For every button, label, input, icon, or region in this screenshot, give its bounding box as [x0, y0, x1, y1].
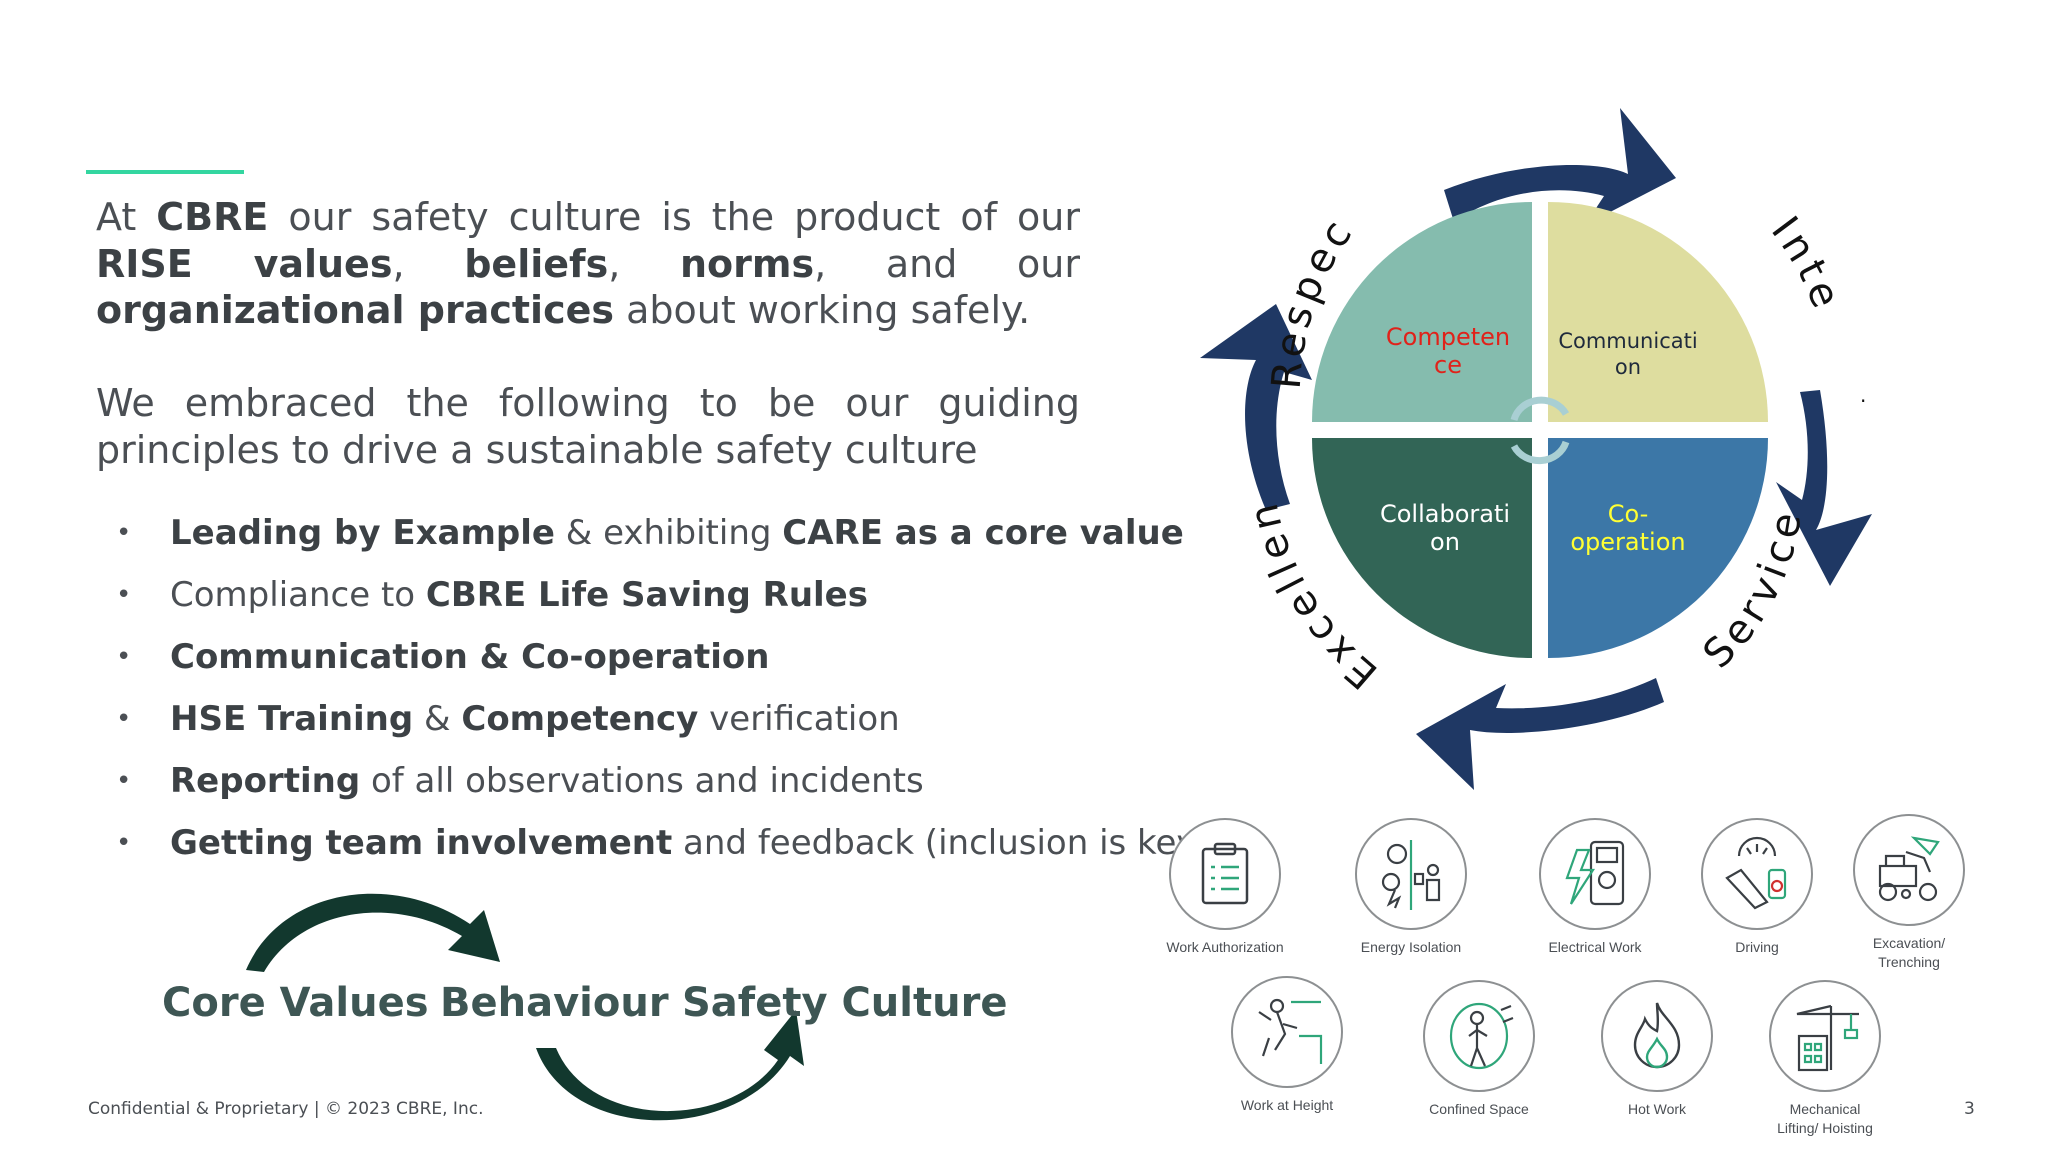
bullet-bold: Getting team involvement — [170, 823, 673, 863]
q3-label-1: Collaborati — [1380, 500, 1510, 528]
bullet-bold: CARE as a core value — [782, 513, 1184, 553]
page-number: 3 — [1964, 1099, 1975, 1119]
flame-icon — [1601, 980, 1713, 1092]
footer-text: Confidential & Proprietary | © 2023 CBRE… — [88, 1099, 484, 1119]
bullet-text: & exhibiting — [554, 513, 783, 553]
rule-label-line: Lifting/ Hoisting — [1777, 1120, 1873, 1136]
confined-space-icon — [1423, 980, 1535, 1092]
bullet-bold: Reporting — [170, 761, 361, 801]
excavator-icon — [1853, 814, 1965, 926]
rule-energy-isolation: Energy Isolation — [1326, 818, 1496, 957]
quadrant-co-operation — [1548, 438, 1768, 658]
rule-label: Work at Height — [1240, 1097, 1334, 1113]
intro-text: , — [608, 241, 680, 286]
principles-list: Leading by Example & exhibiting CARE as … — [116, 508, 1210, 880]
q2-label-1: Communicati — [1558, 329, 1697, 353]
arrow-bottom-icon — [1416, 678, 1664, 790]
intro-text: At — [96, 195, 157, 239]
q1-label-1: Competen — [1386, 323, 1510, 351]
bullet-bold: HSE Training — [170, 699, 414, 739]
rule-label: Confined Space — [1429, 1101, 1529, 1117]
flow-safety-culture: Safety Culture — [682, 980, 1008, 1026]
q1-label-2: ce — [1434, 351, 1462, 379]
arrow-down-icon — [536, 1010, 804, 1121]
intro-paragraph: At CBRE our safety culture is the produc… — [96, 194, 1080, 334]
cycle-icon — [1510, 396, 1570, 465]
bullet-text: of all observations and incidents — [360, 761, 924, 801]
clipboard-icon — [1169, 818, 1281, 930]
bullet-bold: CBRE Life Saving Rules — [425, 575, 868, 615]
q4-label-1: Co- — [1608, 500, 1649, 528]
q3-label-2: on — [1430, 528, 1460, 556]
bullet-bold: Competency — [461, 699, 699, 739]
ring-dot: . — [1860, 383, 1866, 407]
intro-bold-beliefs: beliefs — [464, 241, 609, 286]
q2-label-2: on — [1615, 355, 1641, 379]
rule-label: Work Authorization — [1166, 939, 1284, 955]
list-item: Compliance to CBRE Life Saving Rules — [116, 570, 1146, 632]
crane-icon — [1769, 980, 1881, 1092]
list-item: Leading by Example & exhibiting CARE as … — [116, 508, 1184, 570]
rule-label-line: Trenching — [1878, 954, 1940, 970]
rule-label: Driving — [1735, 939, 1779, 955]
intro-text: our safety culture is the product of our — [268, 195, 1080, 239]
q4-label-2: operation — [1570, 528, 1685, 556]
rule-label: Hot Work — [1627, 1101, 1687, 1117]
rule-electrical-work: Electrical Work — [1510, 818, 1680, 957]
intro-bold-practices: organizational practices — [96, 288, 614, 332]
arrow-left-icon — [1200, 304, 1312, 510]
rule-label: Excavation/Trenching — [1824, 934, 1994, 972]
list-item: HSE Training & Competency verification — [116, 694, 1146, 756]
rule-label: Electrical Work — [1548, 939, 1642, 955]
list-item: Getting team involvement and feedback (i… — [116, 818, 1210, 880]
flow-core-values: Core Values — [162, 980, 429, 1026]
bullet-text: Compliance to — [170, 575, 426, 615]
list-item: Communication & Co-operation — [116, 632, 1146, 694]
fall-icon — [1231, 976, 1343, 1088]
energy-isolation-icon — [1355, 818, 1467, 930]
rule-work-authorization: Work Authorization — [1140, 818, 1310, 957]
ring-word-integrity: Inte — [1762, 208, 1850, 318]
rule-work-at-height: Work at Height — [1202, 976, 1372, 1115]
rise-wheel: Competen ce Communicati on Collaborati o… — [1200, 108, 1872, 790]
quadrant-competence — [1312, 202, 1532, 422]
flow-arrows — [246, 893, 804, 1121]
intro-bold-norms: norms — [679, 241, 815, 286]
accent-line — [86, 170, 244, 174]
rule-excavation: Excavation/Trenching — [1824, 814, 1994, 972]
arrow-up-icon — [246, 893, 500, 972]
arrow-top-icon — [1444, 108, 1676, 225]
bullet-text: & — [413, 699, 462, 739]
arrow-right-icon — [1776, 390, 1872, 586]
intro-bold-rise-values: RISE values — [96, 241, 393, 286]
bullet-text: verification — [698, 699, 900, 739]
principles-paragraph: We embraced the following to be our guid… — [96, 381, 1080, 472]
intro-text: about working safely. — [614, 288, 1031, 332]
bullet-text: and feedback (inclusion is key) — [672, 823, 1210, 863]
rule-confined-space: Confined Space — [1394, 980, 1564, 1119]
rule-hot-work: Hot Work — [1572, 980, 1742, 1119]
flow-behaviour: Behaviour — [440, 980, 669, 1026]
seatbelt-phone-icon — [1701, 818, 1813, 930]
intro-bold-cbre: CBRE — [156, 195, 269, 239]
intro-text: , and our — [814, 241, 1080, 286]
list-item: Reporting of all observations and incide… — [116, 756, 1146, 818]
quadrant-communication — [1548, 202, 1768, 422]
ring-word-integrity-path: Inte — [1762, 208, 1845, 318]
rule-label-line: Excavation/ — [1872, 935, 1946, 951]
rule-label: Energy Isolation — [1360, 939, 1462, 955]
bullet-bold: Leading by Example — [170, 513, 555, 553]
quadrant-collaboration — [1312, 438, 1532, 658]
rule-label-line: Mechanical — [1789, 1101, 1861, 1117]
intro-text: , — [392, 241, 465, 286]
rule-driving: Driving — [1672, 818, 1842, 957]
multimeter-icon — [1539, 818, 1651, 930]
bullet-bold: Communication & Co-operation — [170, 637, 770, 677]
